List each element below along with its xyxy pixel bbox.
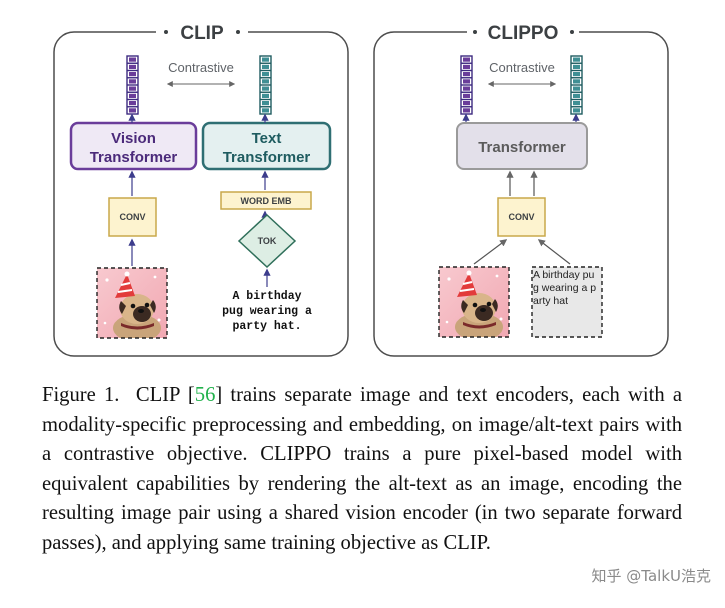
svg-text:Vision: Vision [111,130,156,147]
clip-image-embedding [126,55,139,115]
clip-conv-box: CONV [108,197,157,237]
clip-word-emb-box: WORD EMB [220,191,312,210]
clippo-title: CLIPPO [488,23,559,44]
svg-text:A birthday pu: A birthday pu [533,269,594,281]
svg-text:TOK: TOK [258,236,277,246]
figure-label: Figure 1. [42,384,120,406]
clip-panel: CLIP [53,20,349,357]
figure-caption: Figure 1. CLIP [56] trains separate imag… [42,381,682,559]
clippo-text-embedding [570,55,583,115]
svg-text:pug wearing a: pug wearing a [222,305,312,318]
clip-title: CLIP [180,23,224,44]
clippo-panel: CLIPPO [373,20,669,357]
watermark: 知乎 @TalkU浩克 [591,567,711,585]
svg-text:A birthday: A birthday [232,290,301,303]
clip-vs-clippo-figure: CLIP [53,20,669,357]
svg-text:arty hat: arty hat [533,295,568,307]
clippo-rendered-text-to-conv-arrow [537,239,571,265]
svg-text:Text: Text [252,130,282,147]
clip-text-embedding [259,55,272,115]
clippo-image-embedding [460,55,473,115]
clippo-shared-transformer: Transformer [456,122,588,170]
clippo-panel-border [373,31,669,357]
svg-text:Transformer: Transformer [90,149,178,166]
svg-text:g wearing a p: g wearing a p [533,282,596,294]
clip-tok-diamond: TOK [237,213,297,269]
clip-text-input: A birthday pug wearing a party hat. [222,290,312,333]
clippo-image-to-conv-arrow [473,239,508,265]
caption-prefix: CLIP [ [135,384,195,406]
clippo-contrastive-label: Contrastive [489,60,555,75]
svg-text:Transformer: Transformer [478,139,566,156]
clip-pug-image [96,267,168,339]
svg-text:Transformer: Transformer [223,149,311,166]
clippo-conv-box: CONV [497,197,546,237]
caption-body: ] trains separate image and text encoder… [42,384,683,554]
svg-text:WORD EMB: WORD EMB [241,196,292,206]
svg-text:CONV: CONV [508,212,534,222]
clippo-pug-image [438,266,510,338]
clip-text-transformer: Text Transformer [201,121,332,171]
citation-link[interactable]: 56 [194,384,216,406]
clip-vision-transformer: Vision Transformer [69,121,198,171]
svg-text:party hat.: party hat. [232,320,301,333]
svg-text:CONV: CONV [119,212,145,222]
clippo-rendered-text-image: A birthday pu g wearing a p arty hat [531,266,603,338]
clip-contrastive-label: Contrastive [168,60,234,75]
